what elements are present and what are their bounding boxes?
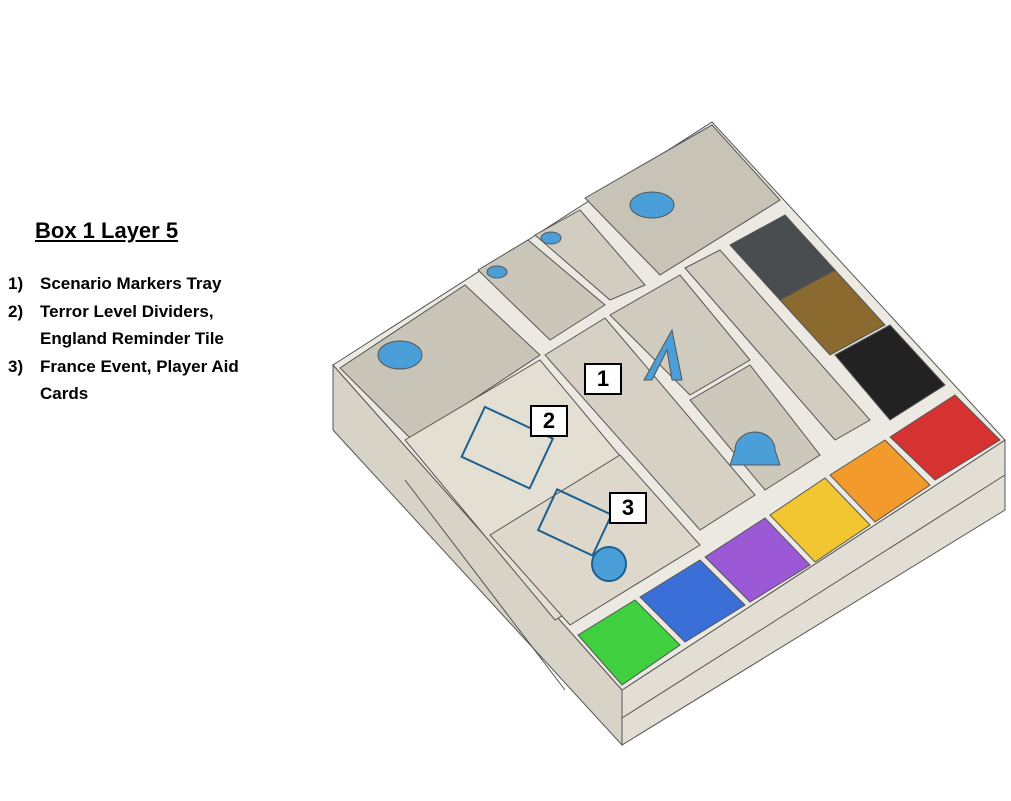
tray-green bbox=[577, 599, 681, 686]
card-icon bbox=[460, 405, 555, 490]
callout-1: 1 bbox=[584, 363, 622, 395]
legend-text: France Event, Player Aid Cards bbox=[40, 356, 239, 404]
diagram-title: Box 1 Layer 5 bbox=[35, 218, 179, 243]
legend-number: 1) bbox=[8, 274, 24, 293]
dark-tray-brown bbox=[779, 269, 886, 356]
legend-item: 3) France Event, Player Aid Cards bbox=[8, 353, 270, 408]
legend-item: 1) Scenario Markers Tray bbox=[8, 270, 270, 298]
card-icon bbox=[536, 488, 613, 557]
legend-text: Scenario Markers Tray bbox=[40, 274, 222, 293]
token-icon bbox=[486, 265, 508, 279]
compartment-small-a bbox=[477, 239, 606, 341]
legend-list: 1) Scenario Markers Tray 2) Terror Level D… bbox=[8, 270, 270, 408]
callout-2: 2 bbox=[530, 405, 568, 437]
tray-purple bbox=[704, 517, 811, 603]
scenario-icon bbox=[377, 340, 423, 370]
tray-blue bbox=[639, 559, 746, 643]
dark-tray-black bbox=[834, 324, 946, 421]
compartment-back-left bbox=[339, 284, 541, 441]
legend-number: 3) bbox=[8, 356, 24, 376]
legend-number: 2) bbox=[8, 301, 24, 321]
tray-3-lid bbox=[489, 454, 701, 626]
legend-text: Terror Level Dividers, England Reminder … bbox=[40, 301, 224, 349]
compartment-figure bbox=[609, 274, 751, 396]
figure-icon bbox=[643, 328, 683, 381]
callout-3: 3 bbox=[609, 492, 647, 524]
cross-icon bbox=[591, 546, 627, 582]
compartment-back-right bbox=[584, 124, 781, 276]
tray-yellow bbox=[769, 477, 871, 563]
legend-item: 2) Terror Level Dividers, England Reminde… bbox=[8, 298, 270, 353]
token-icon bbox=[540, 231, 562, 245]
compartment-long bbox=[684, 249, 871, 441]
compartment-small-b bbox=[534, 209, 646, 301]
tray-orange bbox=[829, 439, 931, 523]
token-icon bbox=[629, 191, 675, 219]
bell-icon bbox=[729, 431, 781, 466]
tray-red bbox=[889, 394, 1001, 481]
